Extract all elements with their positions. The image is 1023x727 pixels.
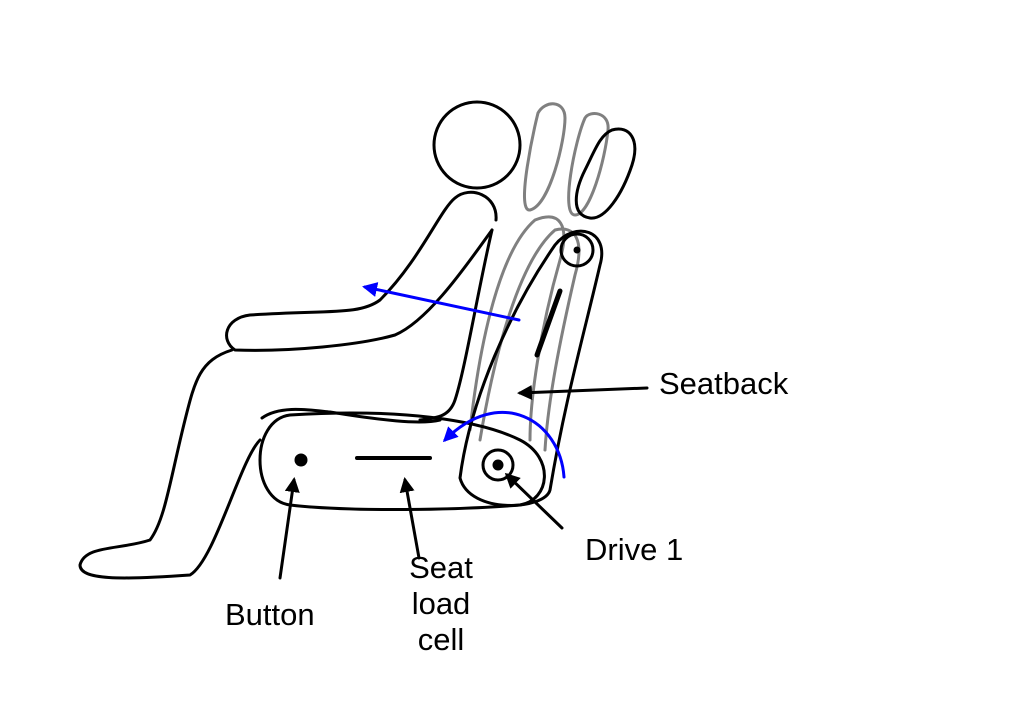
headrest: [574, 127, 637, 220]
force-arrow: [362, 282, 521, 322]
label-line: load: [411, 586, 471, 621]
button-label: Button: [225, 597, 315, 632]
label-line: Seat: [409, 550, 473, 585]
occupant-arm: [225, 190, 498, 352]
pivot-circle: [559, 232, 595, 268]
seatback: [458, 229, 604, 507]
seat-load-cell-label: Seat load cell: [402, 550, 480, 658]
recline-arrow: [442, 410, 566, 479]
occupant-back: [418, 228, 494, 422]
label-line: cell: [417, 622, 465, 657]
ghost-seatback-positions: [468, 102, 610, 452]
backrest-sensor-bar: [534, 288, 563, 358]
drive-label: Drive 1: [585, 532, 684, 567]
occupant-head: [432, 100, 522, 190]
drive-circle: [481, 448, 515, 482]
button-dot: [294, 453, 308, 467]
occupant-leg: [78, 348, 262, 580]
seatback-label: Seatback: [659, 366, 789, 401]
